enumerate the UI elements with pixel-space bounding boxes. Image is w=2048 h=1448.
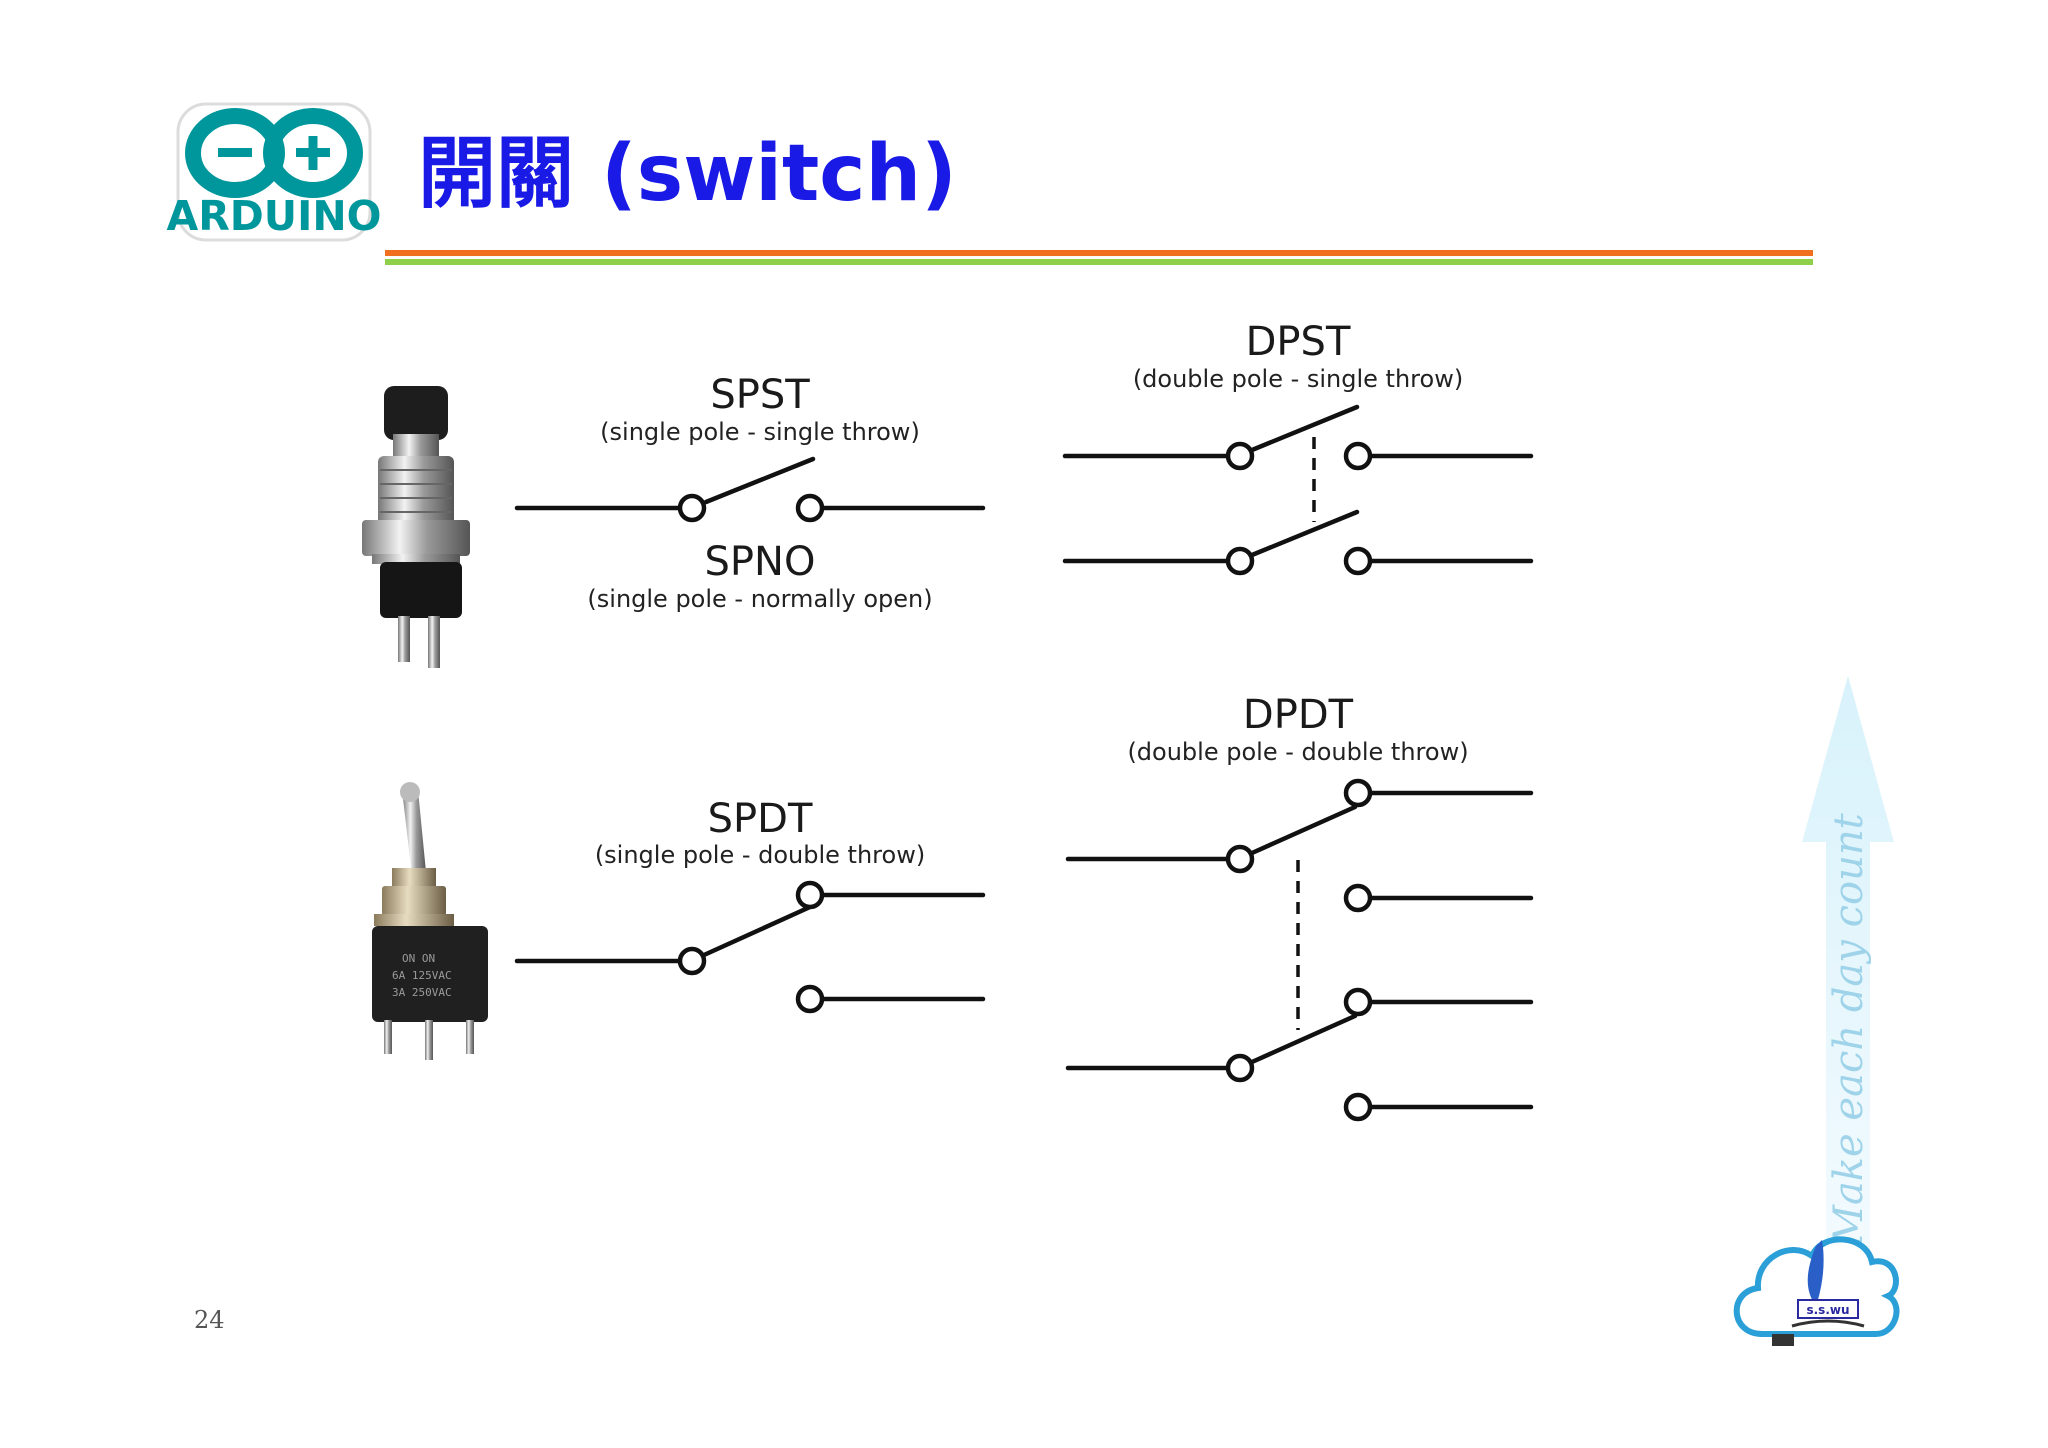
ssw-cloud-logo-icon: s.s.wu bbox=[1733, 1236, 1900, 1346]
dpdt-diagram: DPDT (double pole - double throw) bbox=[1065, 692, 1534, 1122]
page-number: 24 bbox=[194, 1306, 225, 1334]
dpdt-title: DPDT bbox=[1243, 692, 1354, 738]
spno-title: SPNO bbox=[705, 539, 816, 585]
spno-subtitle: (single pole - normally open) bbox=[587, 585, 932, 613]
motto-text: Make each day count bbox=[1826, 812, 1872, 1247]
spst-subtitle: (single pole - single throw) bbox=[600, 418, 920, 446]
toggle-label-line2: 6A 125VAC bbox=[392, 969, 452, 982]
spst-diagram: SPST (single pole - single throw) SPNO (… bbox=[514, 372, 986, 613]
dpst-subtitle: (double pole - single throw) bbox=[1133, 365, 1463, 393]
dpdt-subtitle: (double pole - double throw) bbox=[1127, 738, 1468, 766]
dpst-title: DPST bbox=[1246, 319, 1351, 365]
push-button-photo bbox=[362, 386, 470, 668]
spdt-diagram: SPDT (single pole - double throw) bbox=[514, 796, 986, 1014]
logo-text: ARDUINO bbox=[166, 192, 381, 240]
page-title: 開關 (switch) bbox=[418, 129, 957, 219]
spst-title: SPST bbox=[710, 372, 810, 418]
spdt-title: SPDT bbox=[708, 796, 813, 842]
spdt-subtitle: (single pole - double throw) bbox=[595, 841, 925, 869]
title-rule-orange bbox=[385, 250, 1813, 256]
up-arrow-decoration: Make each day count bbox=[1802, 676, 1894, 1280]
title-rule-green bbox=[385, 259, 1813, 265]
toggle-label-line3: 3A 250VAC bbox=[392, 986, 452, 999]
badge-text: s.s.wu bbox=[1806, 1303, 1849, 1317]
arduino-logo-icon: ARDUINO bbox=[166, 102, 382, 242]
toggle-switch-photo: ON ON 6A 125VAC 3A 250VAC bbox=[372, 782, 488, 1060]
toggle-label-line1: ON ON bbox=[402, 952, 435, 965]
dpst-diagram: DPST (double pole - single throw) bbox=[1062, 319, 1534, 576]
